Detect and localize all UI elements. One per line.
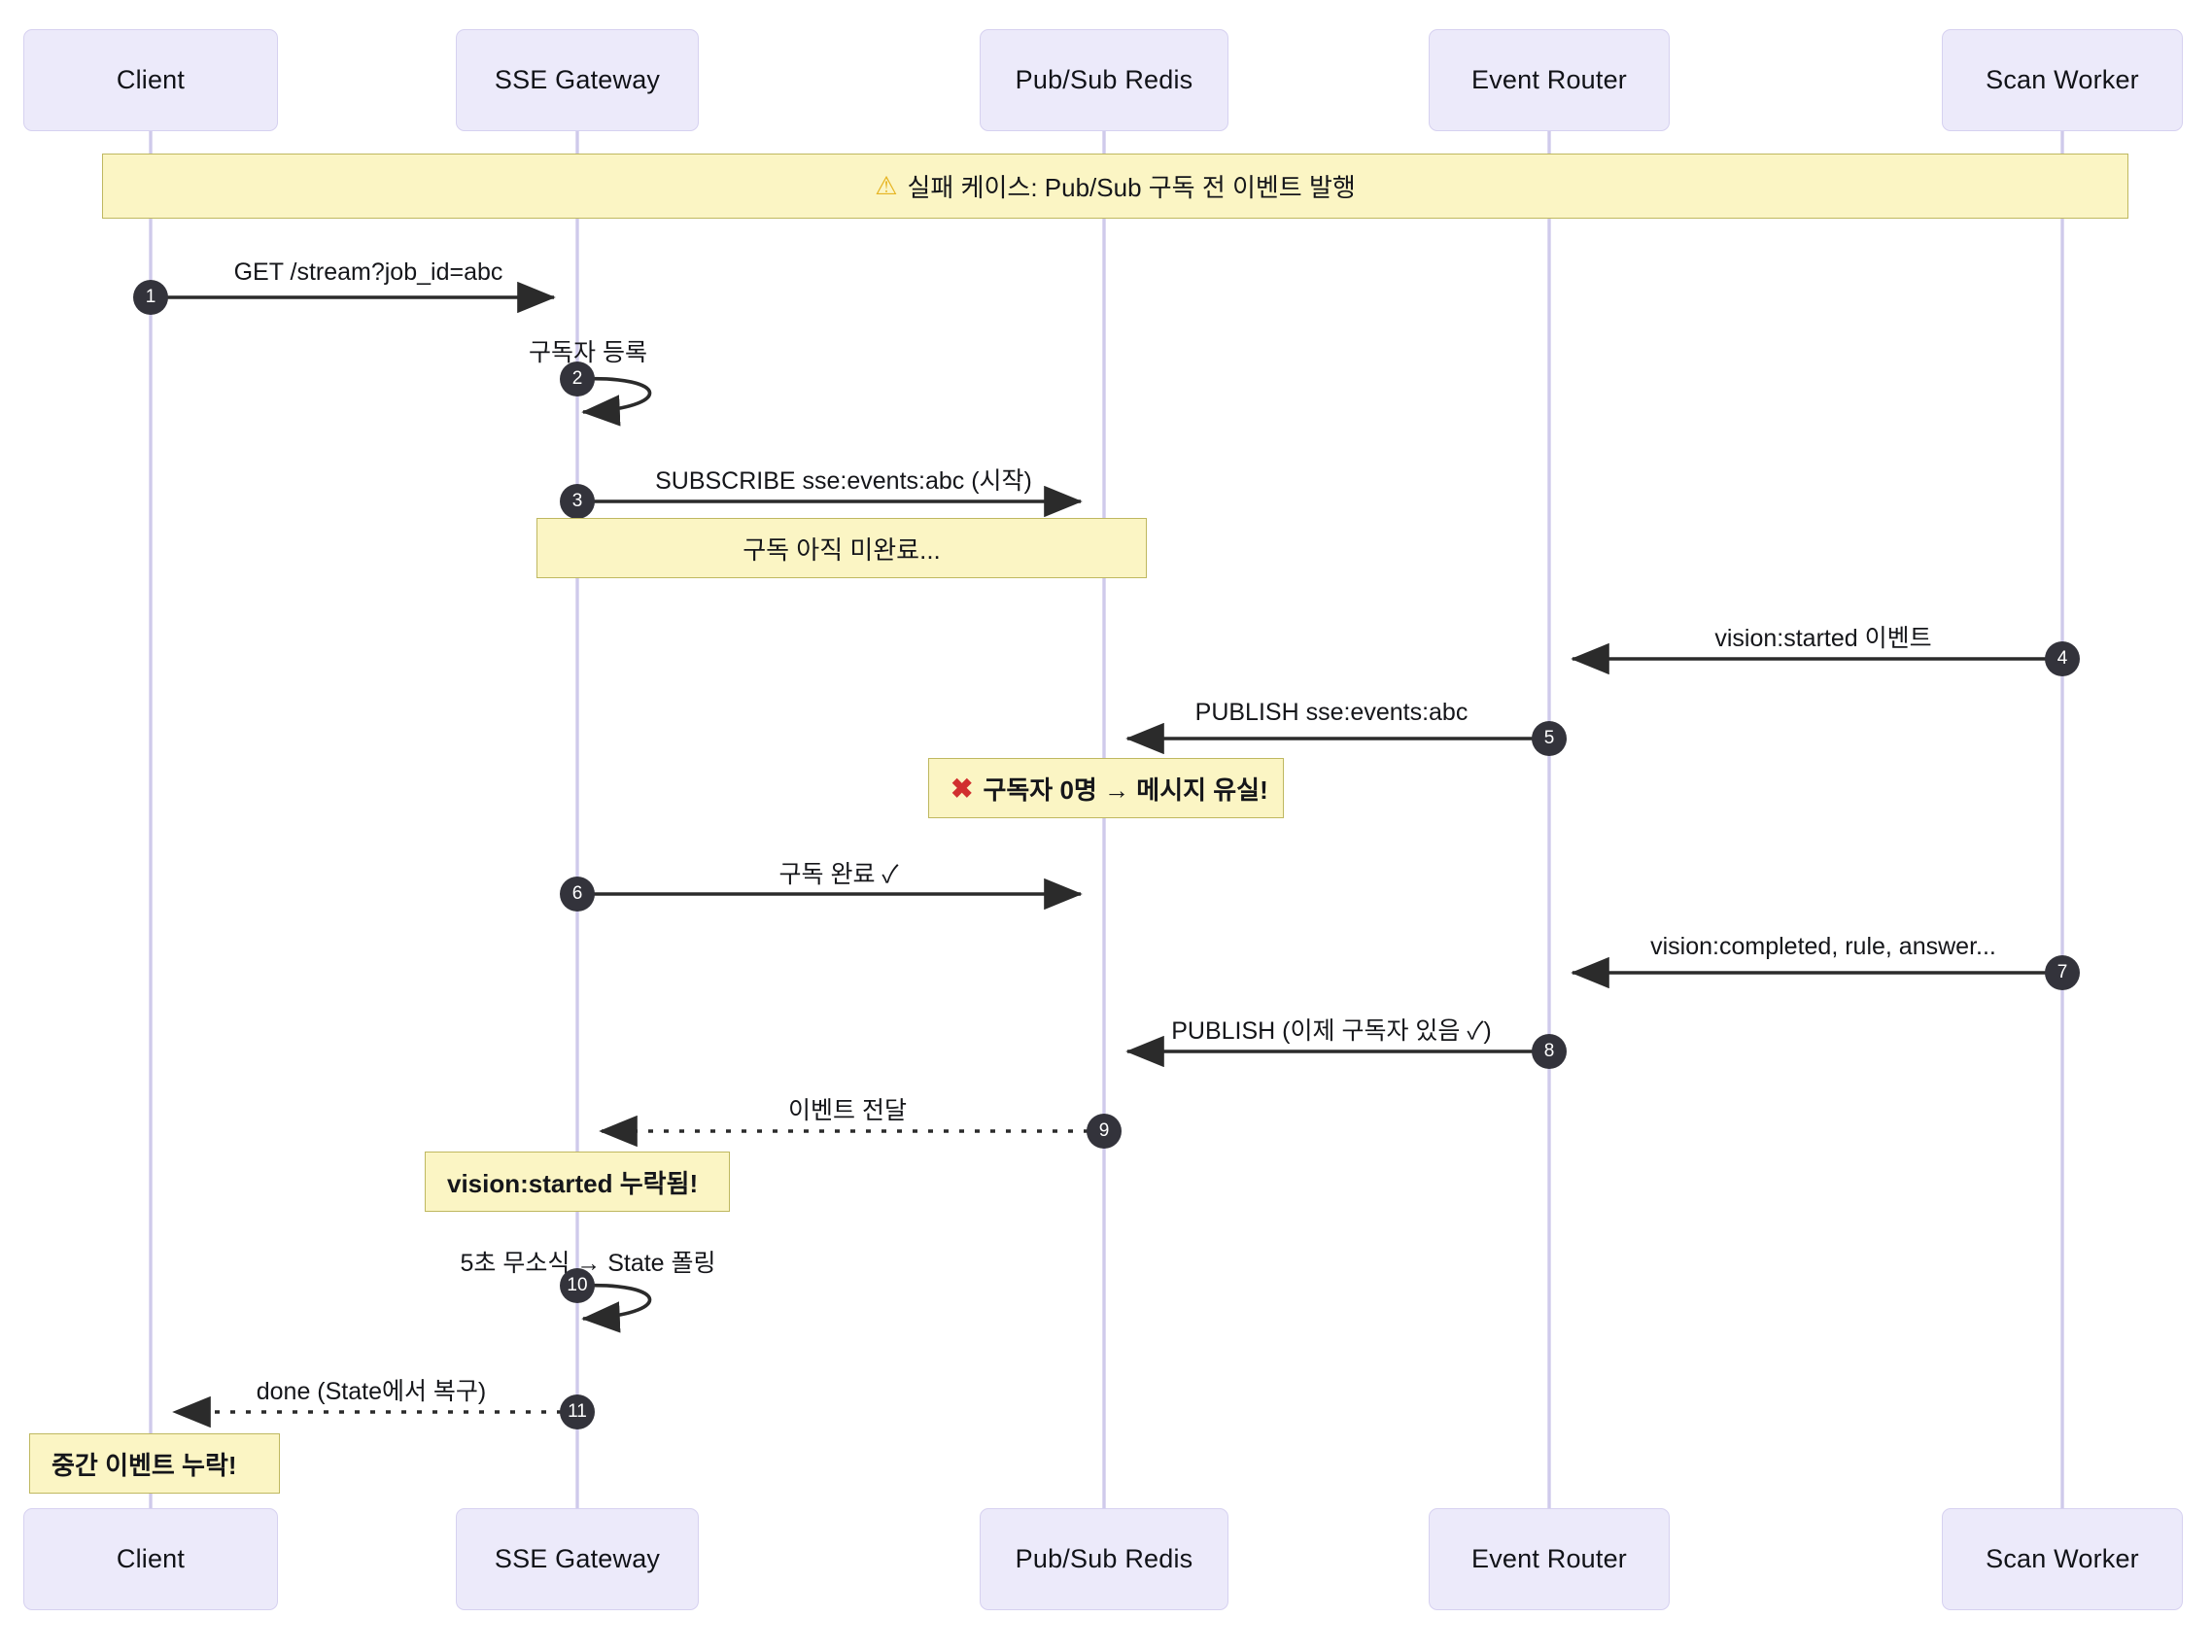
seq-badge-9: 9	[1087, 1114, 1122, 1149]
participant-top-gateway[interactable]: SSE Gateway	[456, 29, 699, 131]
participant-label: Client	[116, 65, 186, 94]
msg-label-11: done (State에서 복구)	[256, 1378, 487, 1405]
failure-case-banner-text: 실패 케이스: Pub/Sub 구독 전 이벤트 발행	[907, 173, 1356, 202]
participant-top-redis[interactable]: Pub/Sub Redis	[980, 29, 1228, 131]
arrow-msg-2-self	[578, 376, 652, 427]
lifelines	[149, 131, 2064, 1512]
seq-badge-11: 11	[560, 1394, 595, 1429]
seq-badge-2: 2	[560, 361, 595, 396]
note-subscription-pending: 구독 아직 미완료...	[536, 518, 1147, 578]
msg-label-6: 구독 완료 ✓	[778, 861, 899, 888]
seq-badge-3: 3	[560, 484, 595, 519]
participant-top-router[interactable]: Event Router	[1429, 29, 1670, 131]
participant-top-worker[interactable]: Scan Worker	[1942, 29, 2183, 131]
note-text: vision:started 누락됨!	[447, 1168, 699, 1198]
participant-label: Pub/Sub Redis	[1015, 1544, 1193, 1573]
msg-label-4: vision:started 이벤트	[1714, 625, 1932, 652]
seq-badge-6: 6	[560, 877, 595, 912]
participant-label: Event Router	[1471, 1544, 1627, 1573]
seq-badge-7: 7	[2045, 955, 2080, 990]
note-text: 구독자 0명 → 메시지 유실!	[983, 774, 1268, 805]
note-zero-subscribers: ✖ 구독자 0명 → 메시지 유실!	[928, 758, 1284, 818]
note-text: 구독 아직 미완료...	[743, 534, 941, 565]
participant-label: Scan Worker	[1986, 1544, 2139, 1573]
participant-bottom-worker[interactable]: Scan Worker	[1942, 1508, 2183, 1610]
failure-case-banner: ⚠ 실패 케이스: Pub/Sub 구독 전 이벤트 발행	[102, 154, 2128, 219]
msg-label-2: 구독자 등록	[529, 339, 647, 366]
participant-bottom-redis[interactable]: Pub/Sub Redis	[980, 1508, 1228, 1610]
seq-badge-5: 5	[1532, 721, 1567, 756]
participant-label: SSE Gateway	[494, 65, 661, 94]
msg-label-5: PUBLISH sse:events:abc	[1194, 699, 1469, 726]
msg-label-7: vision:completed, rule, answer...	[1650, 933, 1996, 960]
participant-top-client[interactable]: Client	[23, 29, 278, 131]
warning-icon: ⚠	[875, 171, 898, 200]
participant-bottom-router[interactable]: Event Router	[1429, 1508, 1670, 1610]
note-text: 중간 이벤트 누락!	[52, 1450, 237, 1480]
msg-label-1: GET /stream?job_id=abc	[233, 258, 503, 286]
participant-label: Event Router	[1471, 65, 1627, 94]
participant-label: Client	[116, 1544, 186, 1573]
participant-label: Pub/Sub Redis	[1015, 65, 1193, 94]
participant-label: SSE Gateway	[494, 1544, 661, 1573]
msg-label-3: SUBSCRIBE sse:events:abc (시작)	[655, 467, 1032, 495]
msg-label-9: 이벤트 전달	[788, 1097, 907, 1124]
arrow-msg-10-self	[578, 1283, 652, 1333]
participant-label: Scan Worker	[1986, 65, 2139, 94]
seq-badge-1: 1	[133, 280, 168, 315]
msg-label-8: PUBLISH (이제 구독자 있음 ✓)	[1171, 1017, 1492, 1045]
seq-badge-4: 4	[2045, 641, 2080, 676]
participant-bottom-client[interactable]: Client	[23, 1508, 278, 1610]
x-mark-icon: ✖	[950, 773, 974, 804]
note-missed-vision-started: vision:started 누락됨!	[425, 1152, 730, 1212]
participant-bottom-gateway[interactable]: SSE Gateway	[456, 1508, 699, 1610]
seq-badge-10: 10	[560, 1268, 595, 1303]
note-intermediate-events-lost: 중간 이벤트 누락!	[29, 1433, 280, 1494]
seq-badge-8: 8	[1532, 1034, 1567, 1069]
